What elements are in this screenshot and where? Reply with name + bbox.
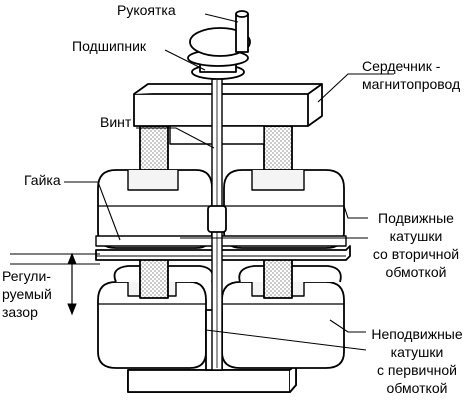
label-movable-line2: катушки [389, 228, 443, 244]
label-fixed-line3: с первичной [377, 362, 457, 378]
movable-coils [95, 125, 347, 249]
label-fixed-line2: катушки [390, 344, 444, 360]
handle-disc [189, 27, 251, 57]
label-fixed-line1: Неподвижные [371, 326, 463, 342]
label-movable-line3: со вторичной [372, 246, 460, 262]
label-gap-line1: Регули- [2, 268, 51, 284]
label-gap-line2: руемый [2, 286, 52, 302]
core-yoke [133, 83, 323, 145]
label-gap-line3: зазор [2, 304, 38, 320]
label-core-line1: Сердечник - [362, 58, 441, 74]
label-core-line2: магнитопровод [362, 76, 461, 92]
label-nut: Гайка [24, 172, 61, 188]
label-bearing: Подшипник [72, 38, 147, 54]
label-screw: Винт [100, 114, 132, 130]
handle-assembly [187, 10, 251, 80]
gap-arrow [67, 252, 77, 316]
fixed-coils [97, 257, 345, 393]
leader-lines [10, 13, 394, 351]
label-movable-line1: Подвижные [378, 210, 454, 226]
label-handle: Рукоятка [117, 2, 176, 18]
label-fixed-line4: обмоткой [386, 380, 448, 396]
label-movable-line4: обмоткой [385, 264, 447, 280]
